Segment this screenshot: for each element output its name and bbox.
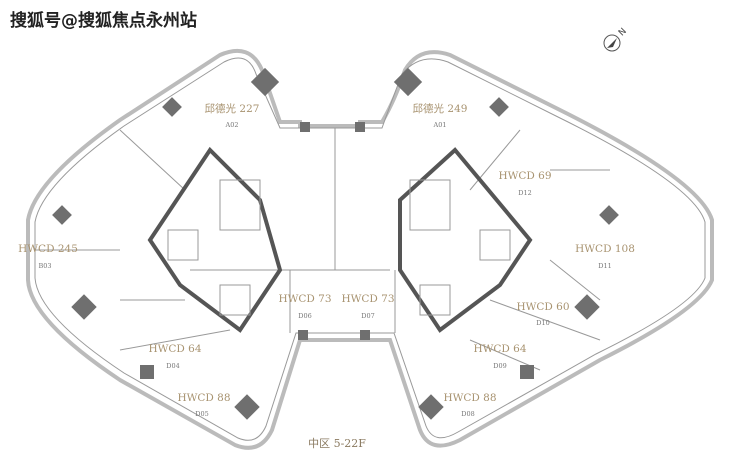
unit-name: HWCD 60 — [516, 301, 569, 313]
unit-labels: 邱德光 227 A02 邱德光 249 A01 HWCD 245 B03 HWC… — [18, 102, 635, 450]
unit-code: D10 — [536, 319, 549, 327]
unit-code: B03 — [38, 262, 51, 270]
unit-name: HWCD 73 — [278, 293, 331, 305]
unit-name: HWCD 64 — [473, 343, 526, 355]
unit-code: D07 — [361, 312, 374, 320]
unit-name: HWCD 69 — [498, 170, 551, 182]
watermark: 搜狐号@搜狐焦点永州站 — [10, 11, 197, 31]
unit-code: A01 — [433, 121, 447, 129]
unit-name: 邱德光 227 — [205, 102, 260, 115]
compass-label: N — [617, 27, 629, 39]
unit-code: D08 — [461, 410, 474, 418]
outer-wall — [26, 49, 714, 450]
core-right — [398, 147, 533, 333]
unit-code: A02 — [225, 121, 239, 129]
unit-code: D11 — [598, 262, 611, 270]
unit-code: D05 — [195, 410, 208, 418]
unit-name: HWCD 108 — [575, 243, 635, 255]
unit-code: D04 — [166, 362, 179, 370]
unit-name: HWCD 88 — [443, 392, 496, 404]
floor-label: 中区 5-22F — [308, 437, 366, 450]
unit-code: D06 — [298, 312, 311, 320]
unit-name: HWCD 73 — [341, 293, 394, 305]
core-left — [147, 146, 283, 333]
unit-code: D09 — [493, 362, 506, 370]
unit-name: HWCD 88 — [177, 392, 230, 404]
compass: N — [603, 27, 629, 52]
unit-code: D12 — [518, 189, 531, 197]
north-arrow-icon — [607, 38, 617, 48]
unit-name: 邱德光 249 — [413, 102, 468, 115]
unit-name: HWCD 64 — [148, 343, 201, 355]
unit-name: HWCD 245 — [18, 243, 78, 255]
